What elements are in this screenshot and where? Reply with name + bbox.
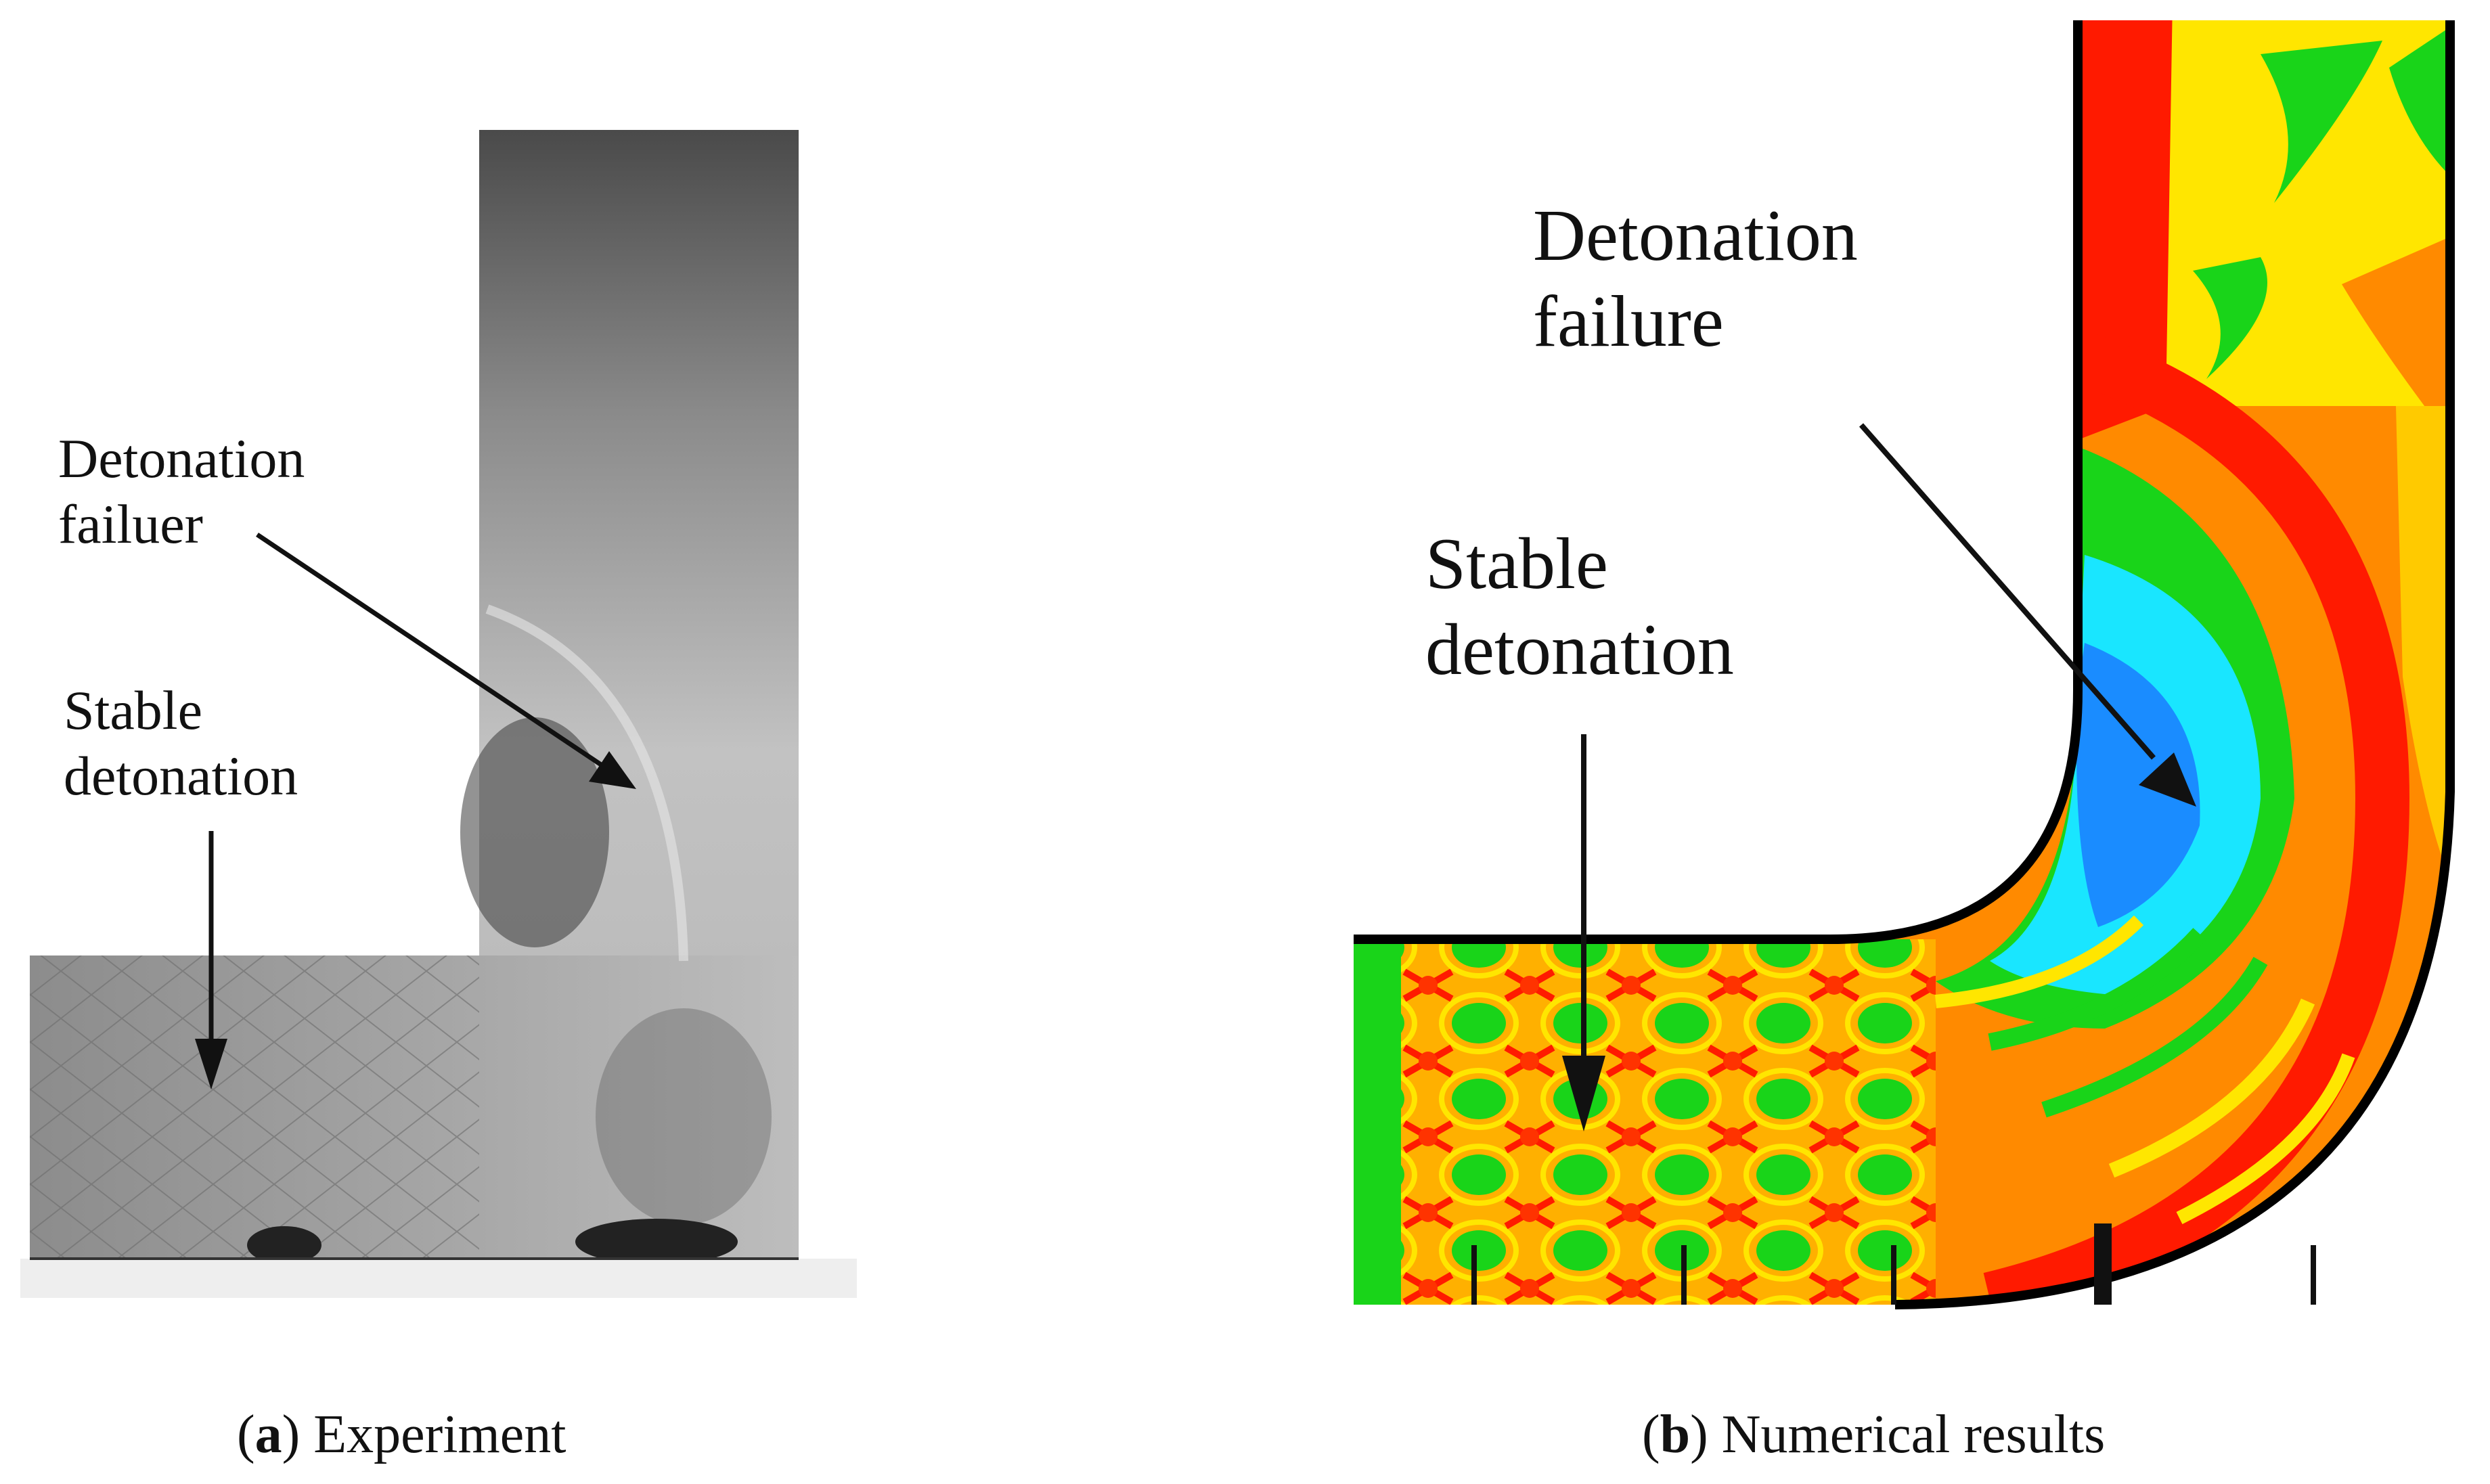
label-line: detonation <box>1425 610 1734 691</box>
label-line: detonation <box>64 744 298 807</box>
caption-text: Numerical results <box>1721 1405 2106 1464</box>
bottom-ticks <box>1471 1223 2316 1305</box>
label-line: Stable <box>1425 524 1608 604</box>
label-line: failure <box>1533 282 1724 363</box>
label-line: Detonation <box>1533 196 1858 276</box>
label-line: Stable <box>64 679 202 741</box>
stable-arrow-b <box>1562 734 1605 1131</box>
label-line: failuer <box>58 493 203 555</box>
caption-letter: a <box>254 1405 282 1464</box>
label-detonation-failure: Detonation failure <box>1533 193 1858 365</box>
numerical-contour <box>1354 20 2455 1309</box>
stable-arrow <box>195 831 227 1089</box>
caption-a: (a) Experiment <box>237 1405 566 1464</box>
caption-text: Experiment <box>313 1405 566 1464</box>
label-detonation-failuer: Detonation failuer <box>58 426 305 558</box>
failure-arrow-b <box>1859 423 2196 807</box>
failure-arrow <box>256 533 636 789</box>
caption-letter: b <box>1660 1405 1691 1464</box>
panel-experiment: Detonation failuer Stable detonation (a)… <box>0 0 880 1484</box>
label-stable-detonation-a: Stable detonation <box>64 678 298 809</box>
label-stable-detonation-b: Stable detonation <box>1425 521 1734 694</box>
experiment-photo <box>20 130 857 1298</box>
panel-numerical: Detonation failure Stable detonation (b)… <box>1327 0 2490 1484</box>
label-line: Detonation <box>58 428 305 489</box>
caption-b: (b) Numerical results <box>1642 1405 2106 1464</box>
